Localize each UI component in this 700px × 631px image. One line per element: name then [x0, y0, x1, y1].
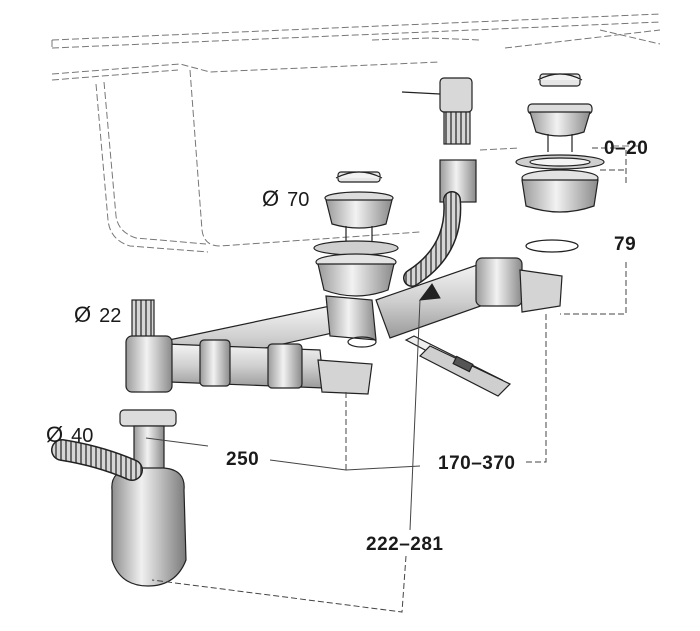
range-0-20-label: 0–20 — [604, 138, 649, 159]
diameter-70-value: 70 — [287, 189, 310, 211]
diameter-70-label: Ø 70 — [262, 186, 309, 212]
range-222-281-label: 222–281 — [366, 534, 444, 555]
dimension-250-label: 250 — [226, 449, 260, 470]
diameter-22-value: 22 — [99, 305, 122, 327]
dimension-lines — [145, 147, 627, 613]
diameter-40-value: 40 — [71, 425, 94, 447]
overflow-assembly — [401, 77, 477, 287]
diameter-symbol: Ø — [74, 302, 92, 327]
siphon-trap — [51, 299, 187, 587]
diameter-22-label: Ø 22 — [74, 302, 121, 328]
dimension-79-label: 79 — [614, 234, 637, 255]
utility-knife — [404, 335, 512, 397]
diameter-symbol: Ø — [262, 186, 280, 211]
sink-outline — [51, 13, 661, 253]
left-strainer-assembly — [313, 171, 399, 297]
diameter-symbol: Ø — [46, 422, 64, 447]
right-strainer-assembly — [515, 73, 605, 253]
drain-pipes — [149, 257, 563, 395]
range-170-370-label: 170–370 — [438, 453, 516, 474]
diameter-40-label: Ø 40 — [46, 422, 93, 448]
